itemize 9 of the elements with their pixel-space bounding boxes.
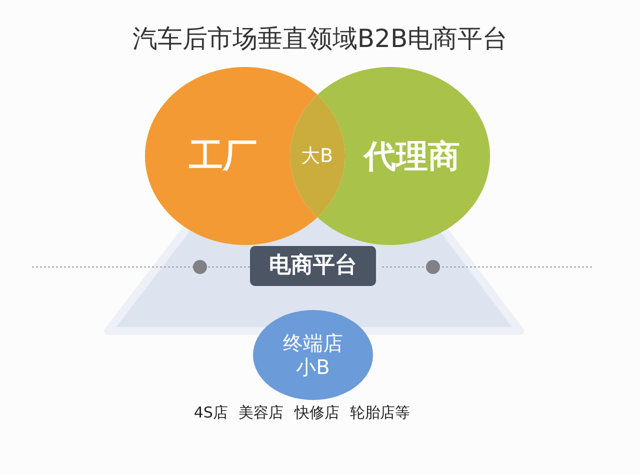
node-label: 终端店 <box>283 331 343 355</box>
title: 汽车后市场垂直领域B2B电商平台 <box>131 23 509 55</box>
platform-box <box>250 246 376 286</box>
node-label: 电商平台 <box>269 252 357 280</box>
node-label: 工厂 <box>189 136 257 176</box>
note-text: 4S店 美容店 快修店 轮胎店等 <box>194 404 410 422</box>
node-label: 小B <box>296 355 330 379</box>
overlap-label: 大B <box>300 144 334 169</box>
node-label: 代理商 <box>364 136 460 176</box>
